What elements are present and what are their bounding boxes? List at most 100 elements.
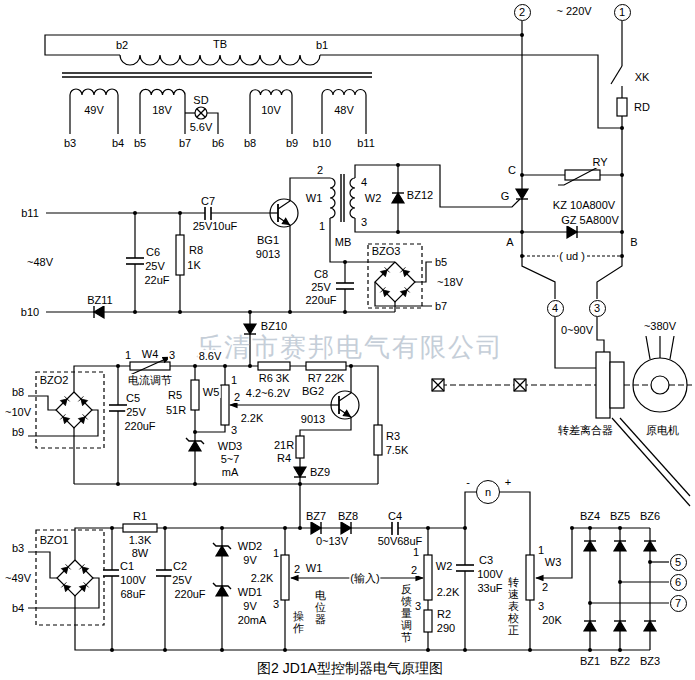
diode-symbol	[644, 621, 656, 631]
transistor-bar	[338, 396, 340, 414]
wire	[659, 336, 660, 358]
capacitor-gap	[336, 283, 354, 289]
part-label: 22uF	[143, 274, 170, 286]
junction-dot	[520, 33, 524, 37]
wire	[572, 527, 650, 528]
junction-dot	[620, 230, 624, 234]
wire	[620, 581, 669, 582]
part-label: b4	[11, 602, 25, 614]
wire	[139, 95, 140, 134]
bridge-diode	[78, 414, 87, 423]
part-label: 1	[318, 220, 326, 232]
switch-blade	[611, 66, 622, 84]
part-label: W3	[544, 556, 563, 568]
wire	[320, 55, 622, 128]
transformer-core	[62, 72, 372, 74]
part-label: KZ 10A800V	[552, 199, 616, 211]
wire	[350, 366, 351, 385]
resistor-symbol	[191, 380, 199, 410]
part-label: 25V	[144, 260, 166, 272]
junction-dot	[283, 526, 287, 530]
part-label: b3	[63, 137, 77, 149]
part-label: 3	[414, 600, 422, 612]
part-label: 9V	[242, 600, 257, 612]
part-label: 220uF	[304, 294, 337, 306]
part-label: B	[629, 236, 638, 248]
wire	[184, 95, 185, 134]
part-label: C8	[313, 268, 329, 280]
vertical-label: 转速表校正	[508, 576, 519, 636]
wire	[290, 178, 330, 193]
figure-caption: 图2 JD1A型控制器电气原理图	[256, 661, 444, 676]
part-label: 转差离合器	[557, 424, 614, 436]
junction-dot	[463, 648, 467, 652]
wire	[28, 396, 56, 410]
coil-symbol	[322, 90, 366, 96]
transformer-core	[343, 174, 344, 222]
part-label: BZ9	[309, 466, 331, 478]
resistor-symbol	[281, 555, 289, 600]
part-label: BZO2	[39, 374, 70, 386]
junction-dot	[298, 482, 302, 486]
coupling-cross	[432, 379, 444, 391]
pot-wiper	[230, 404, 331, 405]
part-label: C7	[200, 195, 216, 207]
wire	[111, 528, 112, 650]
part-label: mA	[221, 466, 240, 478]
diode-symbol	[294, 467, 306, 477]
wire	[164, 528, 165, 650]
junction-dot	[620, 173, 624, 177]
part-label: BZ10	[260, 320, 288, 332]
bridge-diode	[380, 287, 389, 296]
part-label: R3	[385, 430, 401, 442]
part-label: 5.6V	[189, 121, 214, 133]
wire	[185, 112, 195, 113]
bridge-diode	[400, 267, 409, 276]
bridge-diode	[79, 564, 88, 573]
part-label: ~ 220V	[555, 5, 592, 17]
resistor-symbol	[221, 385, 229, 425]
junction-dot	[618, 526, 622, 530]
wire	[670, 336, 674, 359]
part-label: MB	[334, 236, 353, 248]
part-label: 2.2K	[436, 586, 461, 598]
transistor-symbol	[331, 391, 359, 419]
junction-dot	[193, 482, 197, 486]
wire	[117, 366, 118, 484]
bridge-diode	[380, 267, 389, 276]
emitter-arrow	[282, 219, 289, 225]
part-label: 3	[537, 600, 545, 612]
junction-dot	[588, 648, 592, 652]
part-label: b5	[133, 137, 147, 149]
part-label: W4	[141, 348, 160, 360]
part-label: 25V	[171, 574, 193, 586]
terminal-circle: 2	[514, 4, 531, 21]
junction-dot	[463, 526, 467, 530]
wire	[646, 336, 650, 359]
junction-dot	[133, 310, 137, 314]
junction-dot	[248, 364, 252, 368]
part-label: 0~13V	[315, 535, 349, 547]
resistor-symbol	[176, 235, 184, 275]
bridge-rectifier	[375, 262, 415, 302]
junction-dot	[116, 364, 120, 368]
part-label: ~380V	[643, 320, 677, 332]
part-label: 9013	[255, 248, 281, 260]
wire	[597, 317, 604, 352]
part-label: W2	[364, 192, 383, 204]
part-label: 3	[168, 349, 176, 361]
part-label: b5	[434, 256, 448, 268]
part-label: b8	[11, 386, 25, 398]
part-label: 20mA	[237, 614, 268, 626]
part-label: C1	[119, 560, 135, 572]
wire	[28, 410, 98, 436]
coil-symbol	[70, 89, 118, 95]
motor-shaft	[651, 376, 669, 394]
junction-dot	[110, 648, 114, 652]
resistor-symbol	[296, 436, 304, 458]
coil-symbol	[120, 55, 320, 65]
junction-dot	[520, 254, 524, 258]
junction-dot	[648, 560, 652, 564]
part-label: C4	[387, 510, 403, 522]
part-label: BZ12	[406, 189, 434, 201]
